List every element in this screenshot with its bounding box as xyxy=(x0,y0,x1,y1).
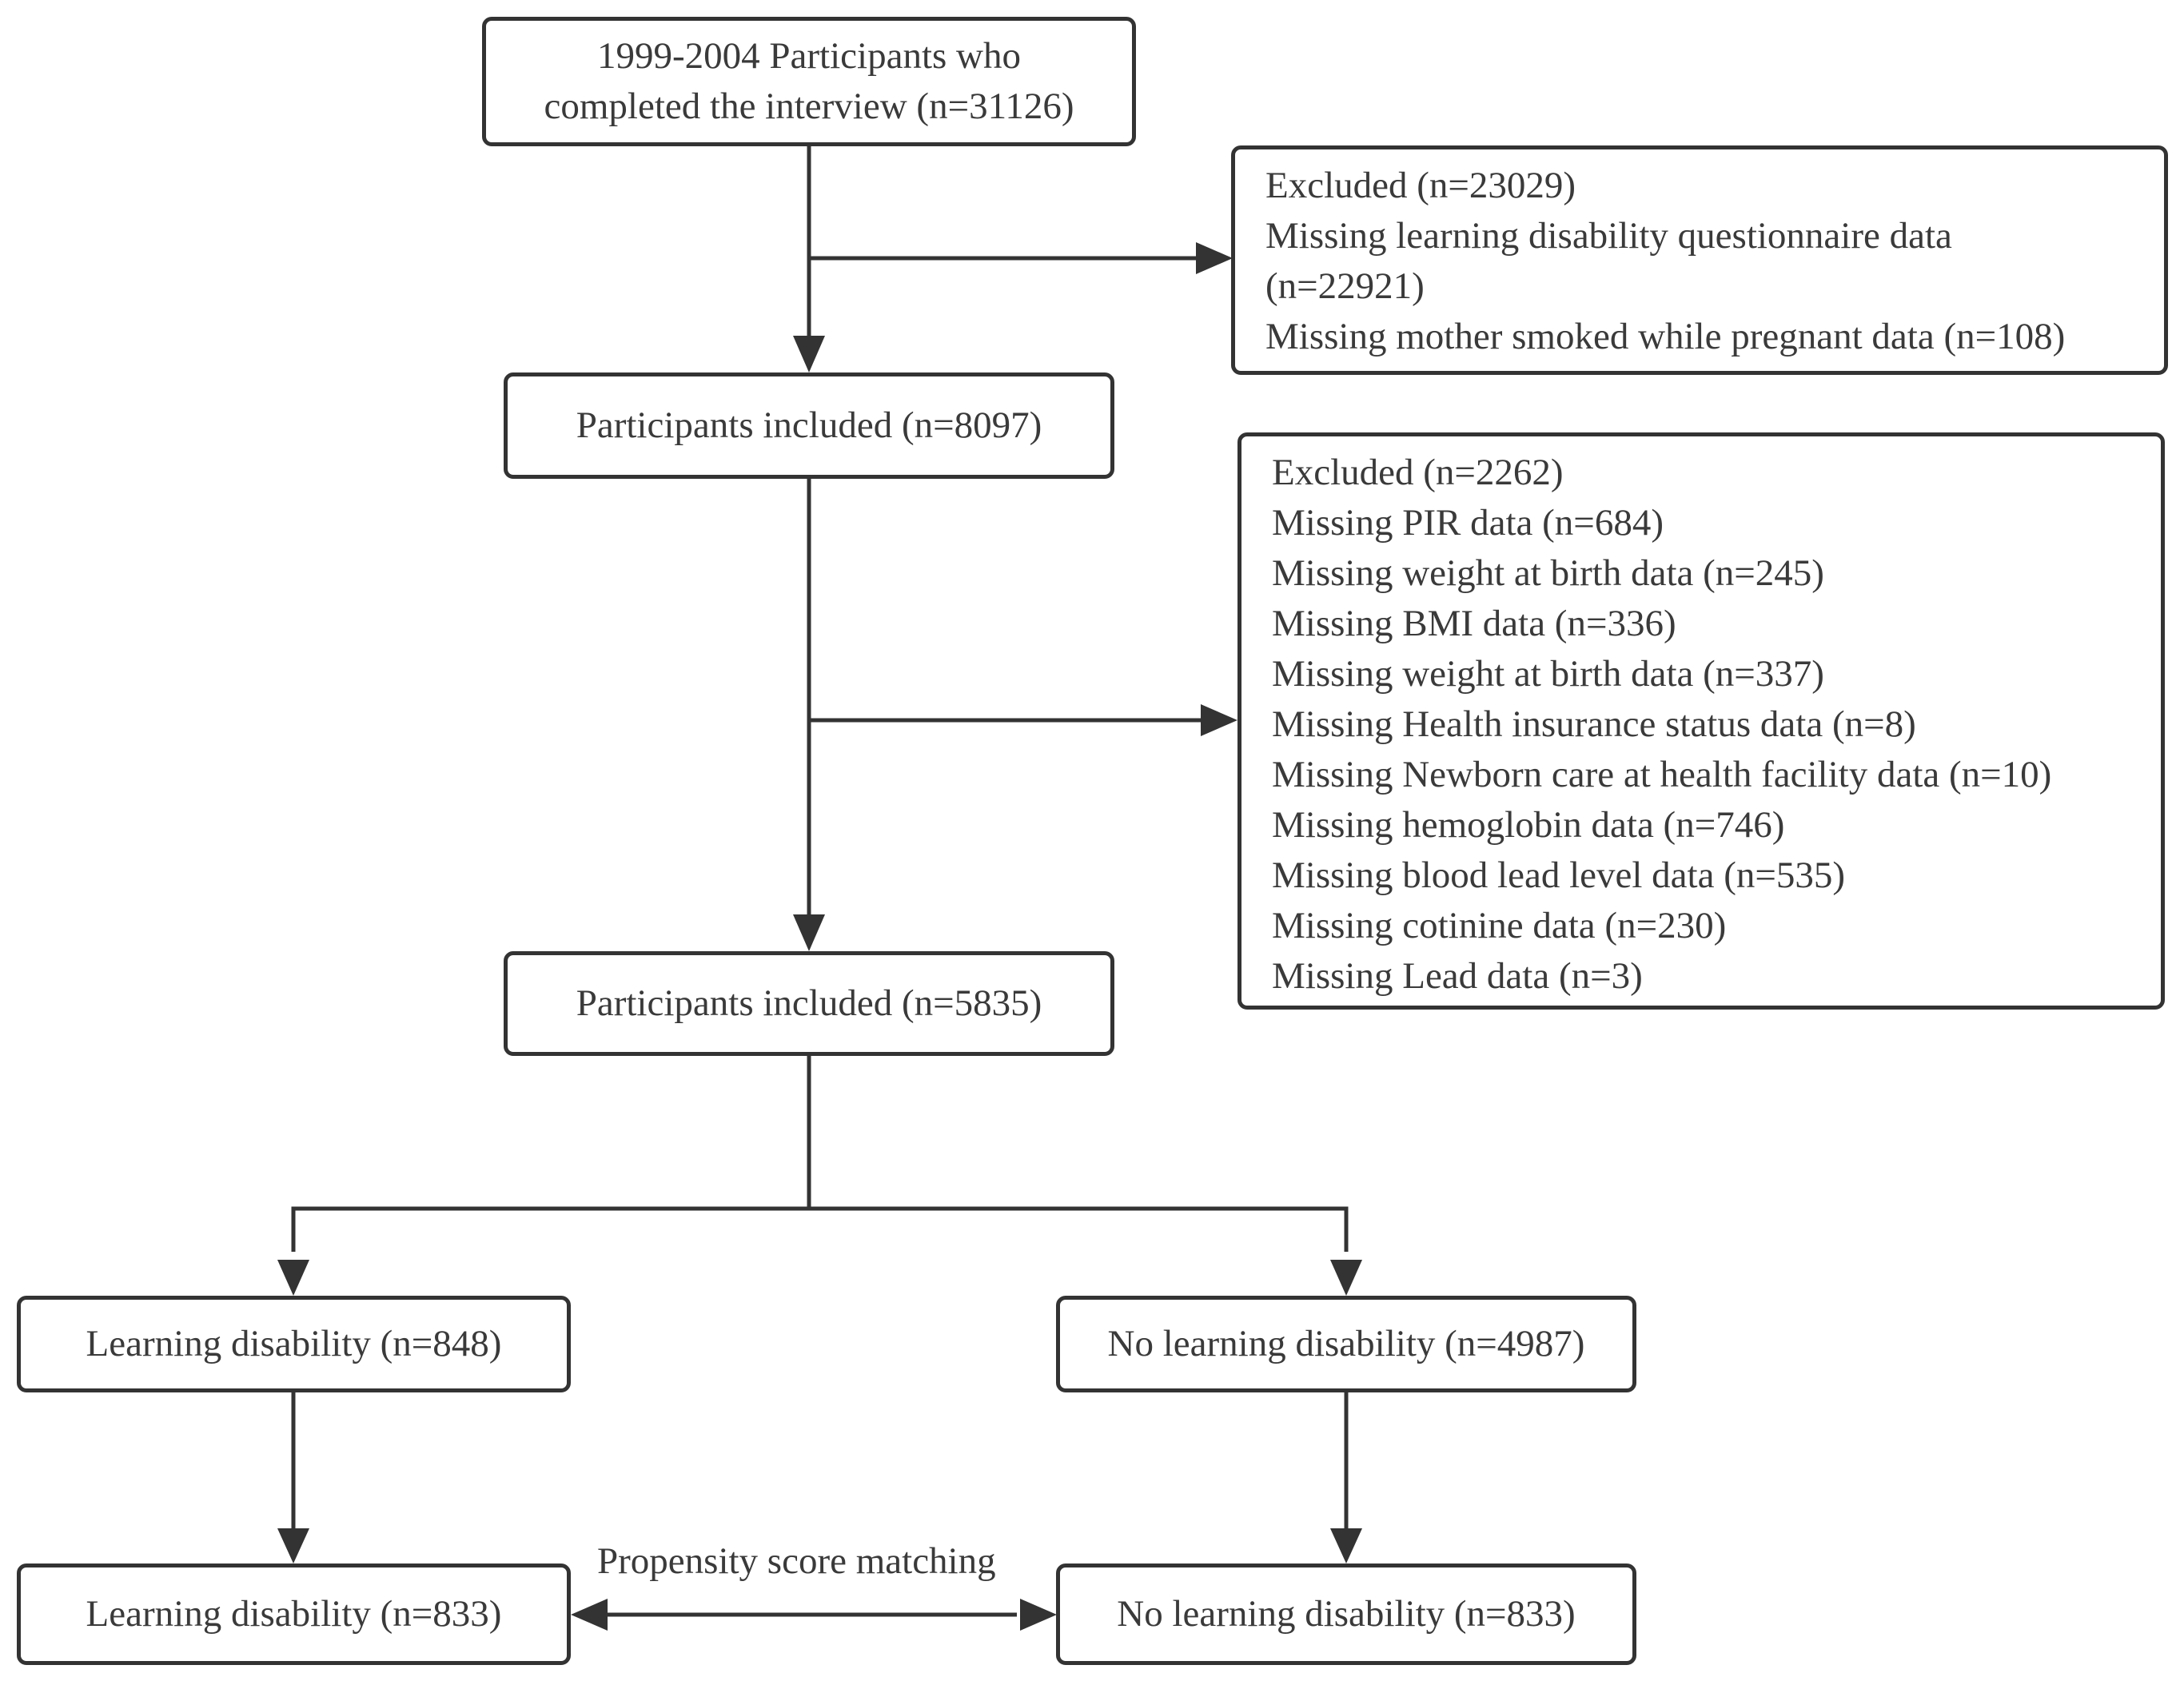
node-nold-after-label: No learning disability (n=833) xyxy=(1117,1593,1576,1635)
node-ld-after-label: Learning disability (n=833) xyxy=(86,1593,502,1635)
exclusion-2-line-8: Missing hemoglobin data (n=746) xyxy=(1272,804,1785,846)
arrowhead-psm-right xyxy=(1020,1599,1057,1631)
node-start-line-1: 1999-2004 Participants who xyxy=(597,35,1021,77)
node-start: 1999-2004 Participants who completed the… xyxy=(482,17,1136,146)
node-no-learning-disability-before: No learning disability (n=4987) xyxy=(1056,1296,1636,1392)
node-included-1-label: Participants included (n=8097) xyxy=(576,404,1042,446)
arrowhead-ld-before xyxy=(277,1260,309,1296)
propensity-score-matching-label: Propensity score matching xyxy=(597,1540,996,1582)
exclusion-2-line-10: Missing cotinine data (n=230) xyxy=(1272,905,1727,946)
node-exclusion-1: Excluded (n=23029) Missing learning disa… xyxy=(1231,145,2168,375)
exclusion-1-line-3: (n=22921) xyxy=(1265,265,1425,307)
node-start-line-2: completed the interview (n=31126) xyxy=(544,86,1074,127)
arrowhead-ld-after xyxy=(277,1528,309,1563)
arrowhead-included2 xyxy=(793,914,825,951)
exclusion-2-line-4: Missing BMI data (n=336) xyxy=(1272,603,1676,644)
arrowhead-nold-before xyxy=(1330,1260,1362,1296)
arrowhead-exclusion2 xyxy=(1201,704,1237,736)
exclusion-2-line-11: Missing Lead data (n=3) xyxy=(1272,955,1643,997)
edge-split-horizontal xyxy=(291,1206,1349,1252)
node-included-2-label: Participants included (n=5835) xyxy=(576,982,1042,1024)
exclusion-1-line-1: Excluded (n=23029) xyxy=(1265,165,1576,206)
exclusion-2-line-5: Missing weight at birth data (n=337) xyxy=(1272,653,1824,695)
exclusion-2-line-2: Missing PIR data (n=684) xyxy=(1272,502,1664,544)
arrowhead-nold-after xyxy=(1330,1528,1362,1563)
node-included-2: Participants included (n=5835) xyxy=(504,951,1114,1056)
node-exclusion-2: Excluded (n=2262) Missing PIR data (n=68… xyxy=(1237,432,2165,1010)
arrowhead-included1 xyxy=(793,336,825,372)
node-learning-disability-before: Learning disability (n=848) xyxy=(17,1296,571,1392)
node-included-1: Participants included (n=8097) xyxy=(504,372,1114,479)
node-learning-disability-after: Learning disability (n=833) xyxy=(17,1563,571,1665)
arrowhead-psm-left xyxy=(571,1599,608,1631)
exclusion-2-line-9: Missing blood lead level data (n=535) xyxy=(1272,854,1846,896)
node-no-learning-disability-after: No learning disability (n=833) xyxy=(1056,1563,1636,1665)
arrowhead-exclusion1 xyxy=(1196,242,1233,274)
exclusion-1-line-2: Missing learning disability questionnair… xyxy=(1265,215,1952,257)
exclusion-2-line-6: Missing Health insurance status data (n=… xyxy=(1272,703,1916,745)
exclusion-2-line-3: Missing weight at birth data (n=245) xyxy=(1272,552,1824,594)
exclusion-1-line-4: Missing mother smoked while pregnant dat… xyxy=(1265,316,2066,357)
exclusion-2-line-7: Missing Newborn care at health facility … xyxy=(1272,754,2052,795)
node-ld-before-label: Learning disability (n=848) xyxy=(86,1323,502,1364)
node-nold-before-label: No learning disability (n=4987) xyxy=(1107,1323,1585,1364)
exclusion-2-line-1: Excluded (n=2262) xyxy=(1272,452,1564,493)
